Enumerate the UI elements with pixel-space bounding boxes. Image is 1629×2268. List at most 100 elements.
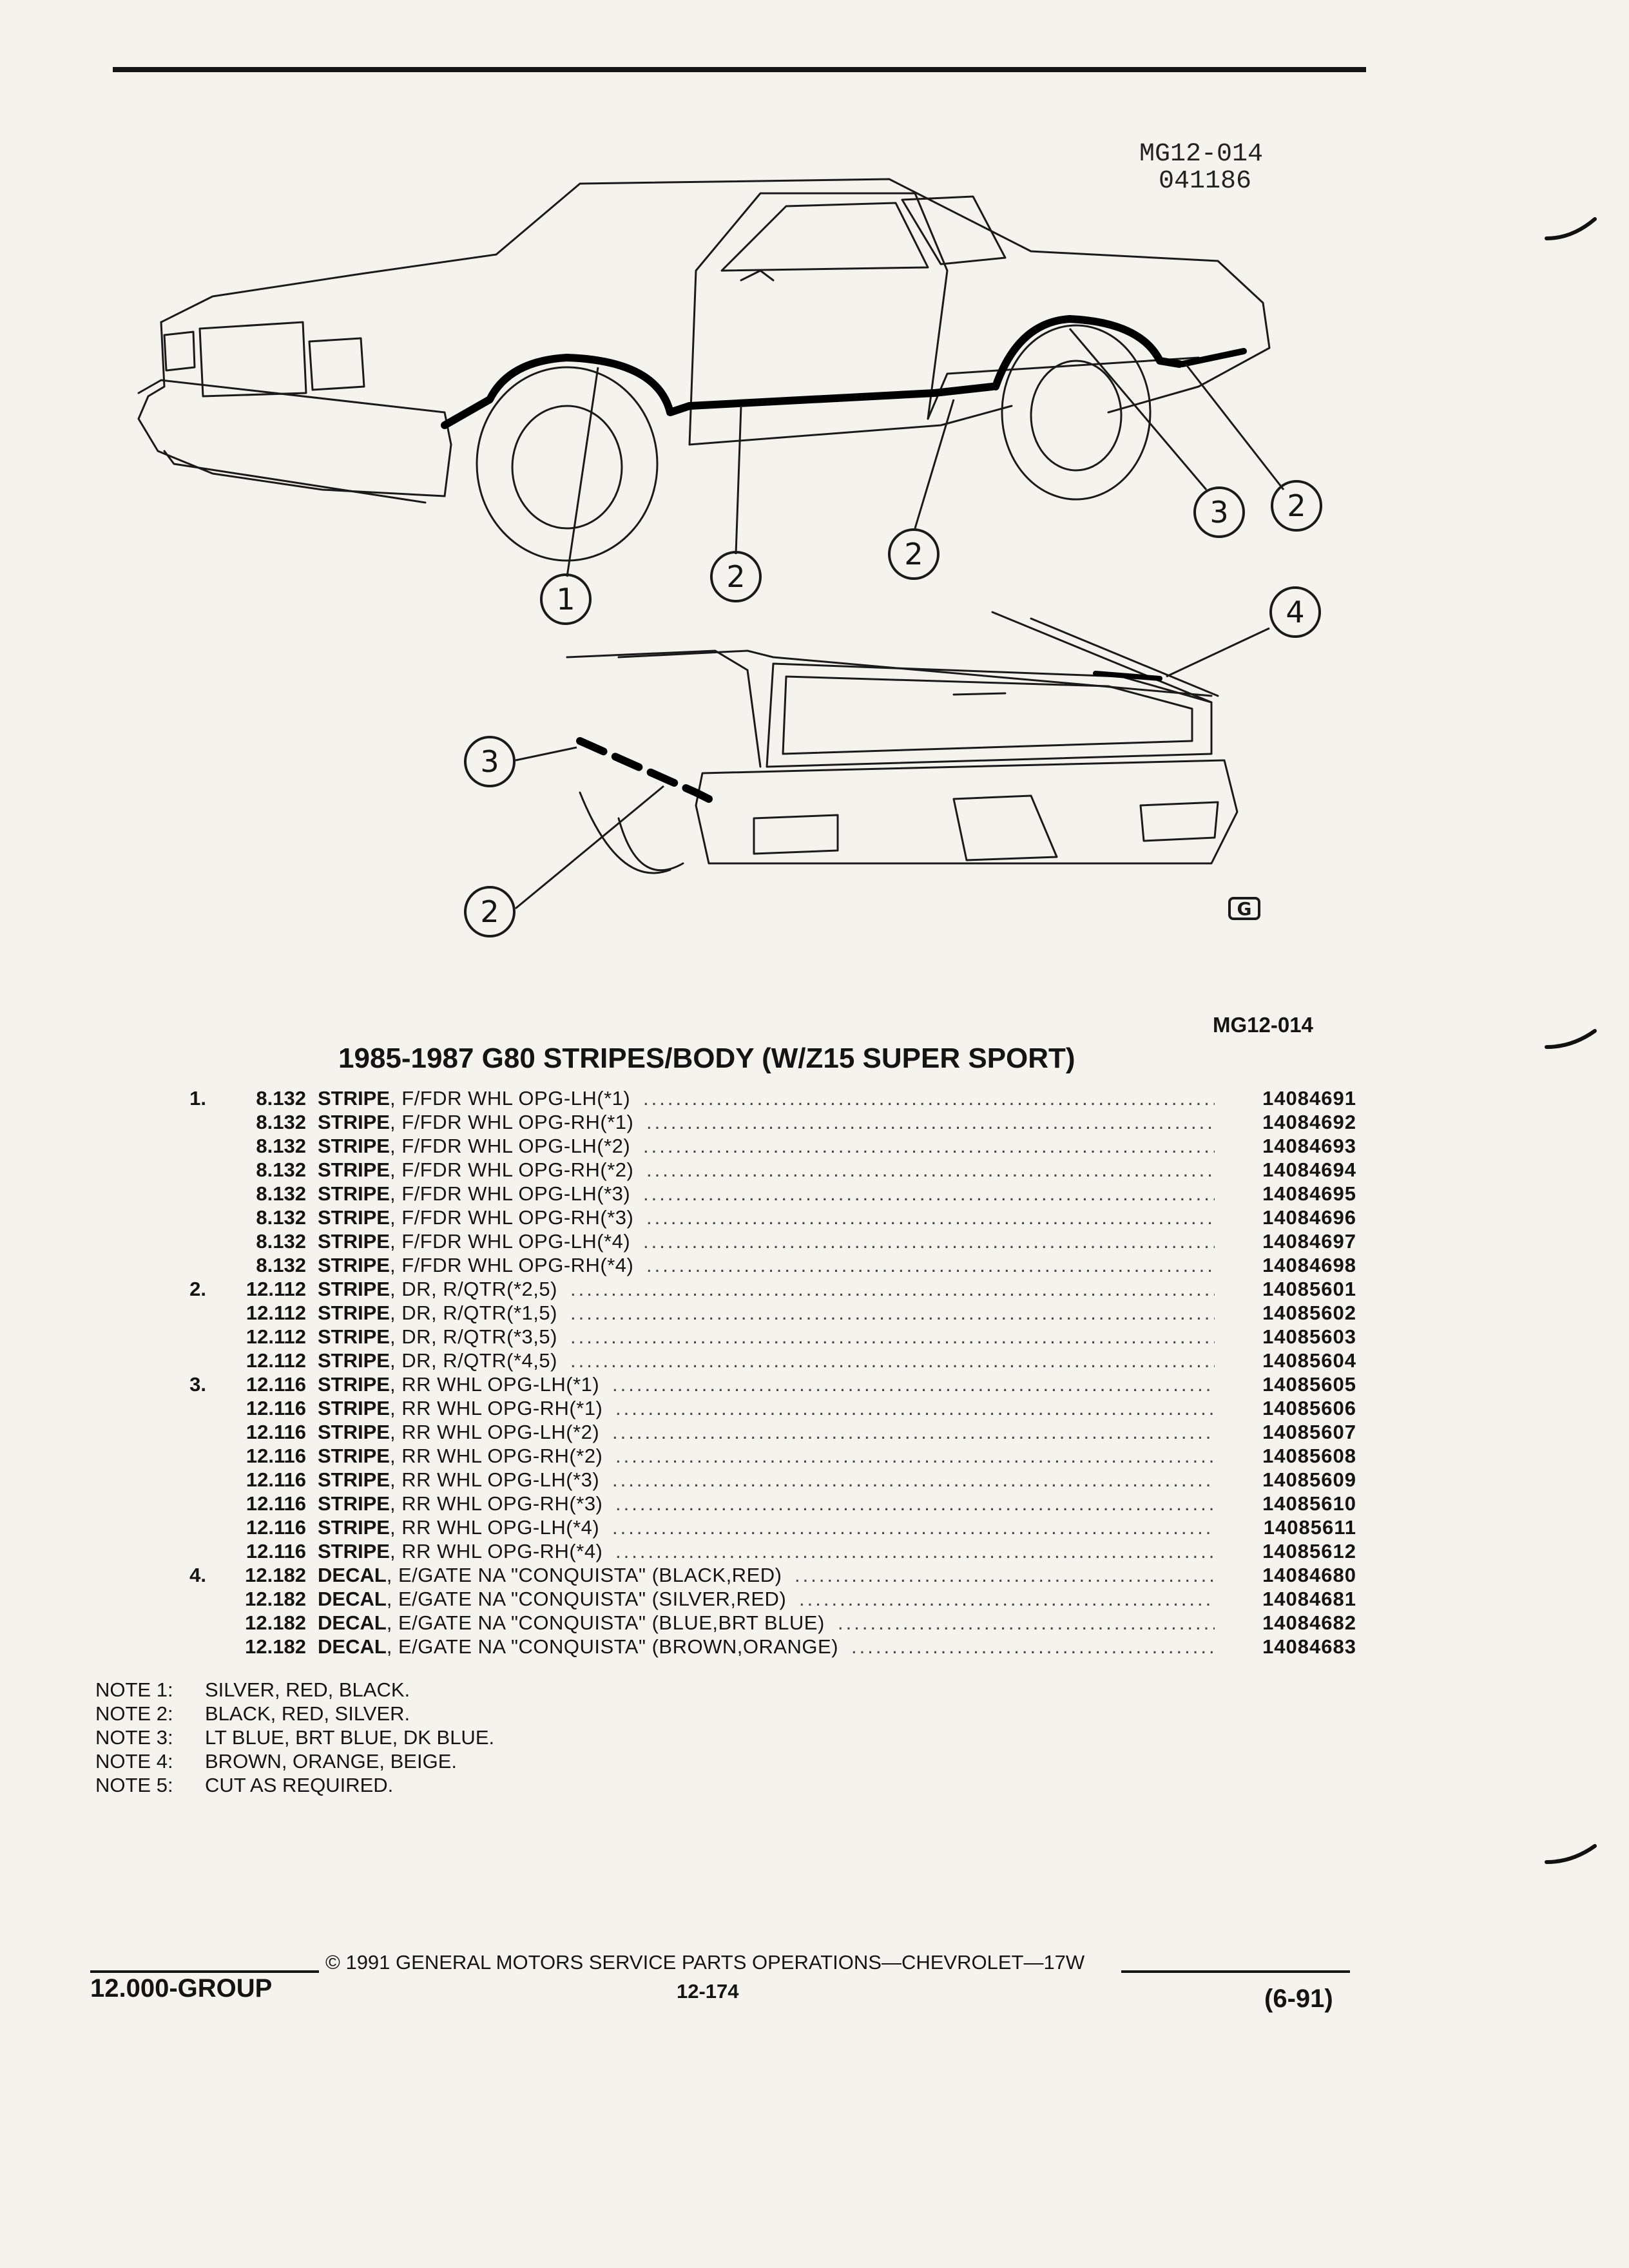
part-name-wrap: STRIPE, DR, R/QTR(*2,5) <box>318 1277 557 1301</box>
part-group-number: 12.182 <box>245 1564 306 1586</box>
part-name-wrap: STRIPE, F/FDR WHL OPG-RH(*4) <box>318 1253 633 1277</box>
footer-group: 12.000-GROUP <box>90 1974 273 2003</box>
car-mirror <box>740 269 775 282</box>
leader-dots: ........................................… <box>643 1087 1215 1110</box>
part-name: STRIPE <box>318 1397 390 1419</box>
stripe-rear-quarter <box>930 383 996 397</box>
part-description: , RR WHL OPG-RH(*2) <box>389 1445 603 1467</box>
footer-rule-left <box>90 1970 319 1973</box>
part-description: , F/FDR WHL OPG-LH(*1) <box>389 1087 631 1110</box>
rear-roof-line <box>617 649 1213 697</box>
rear-wheel-arc <box>579 791 671 874</box>
leader-dots: ........................................… <box>570 1325 1215 1348</box>
stripe-rear-dashed <box>576 737 700 796</box>
part-description: , DR, R/QTR(*3,5) <box>389 1325 557 1348</box>
part-name-wrap: STRIPE, F/FDR WHL OPG-LH(*3) <box>318 1182 630 1206</box>
car-window <box>720 202 929 272</box>
part-group-number: 12.112 <box>246 1349 306 1372</box>
part-group-number: 8.132 <box>256 1135 306 1157</box>
car-grille <box>198 321 307 398</box>
stripe-location-illustration: 1 2 2 3 2 4 3 2 G <box>137 178 1322 937</box>
part-number: 14085604 <box>1262 1349 1356 1372</box>
callout-circle-1 <box>540 573 592 625</box>
leader-dots: ........................................… <box>643 1182 1215 1205</box>
footer-rule-right <box>1121 1970 1350 1973</box>
part-description: , F/FDR WHL OPG-RH(*4) <box>389 1254 634 1276</box>
figure-date-code: 041186 <box>1159 167 1252 196</box>
part-description: , E/GATE NA "CONQUISTA" (SILVER,RED) <box>386 1588 787 1610</box>
part-number: 14085602 <box>1262 1302 1356 1324</box>
part-name-wrap: DECAL, E/GATE NA "CONQUISTA" (BLACK,RED) <box>318 1563 782 1587</box>
leader-dots: ........................................… <box>646 1206 1215 1229</box>
callout-3: 3 <box>480 744 499 779</box>
part-name-wrap: STRIPE, RR WHL OPG-RH(*4) <box>318 1539 602 1563</box>
part-number: 14085605 <box>1262 1373 1356 1396</box>
leader-dots: ........................................… <box>795 1564 1215 1586</box>
part-group-number: 12.182 <box>245 1588 306 1610</box>
part-name: STRIPE <box>318 1373 390 1396</box>
car-bumper <box>137 379 452 446</box>
part-name-wrap: STRIPE, RR WHL OPG-LH(*2) <box>318 1420 599 1444</box>
rear-taillight-left <box>753 814 839 855</box>
note-label: NOTE 4: <box>95 1750 173 1773</box>
part-name: STRIPE <box>318 1158 390 1181</box>
stripe-door <box>686 389 938 410</box>
callout-circle-2b <box>888 528 940 580</box>
gm-mark: G <box>1237 898 1252 919</box>
callout-circle-3b <box>464 736 516 787</box>
part-name: STRIPE <box>318 1182 390 1205</box>
footer-date: (6-91) <box>1264 1984 1333 2013</box>
leader-dots: ........................................… <box>612 1421 1215 1443</box>
part-name-wrap: STRIPE, RR WHL OPG-RH(*3) <box>318 1492 602 1515</box>
leader-dots: ........................................… <box>646 1254 1215 1276</box>
part-number: 14084682 <box>1262 1611 1356 1634</box>
callout-2: 2 <box>726 559 745 594</box>
part-name-wrap: STRIPE, RR WHL OPG-LH(*3) <box>318 1468 599 1492</box>
scan-marks <box>1545 217 1597 1864</box>
part-description: , E/GATE NA "CONQUISTA" (BLUE,BRT BLUE) <box>386 1611 825 1634</box>
leader-dots: ........................................… <box>615 1492 1215 1515</box>
leader-dots: ........................................… <box>615 1397 1215 1419</box>
part-name: DECAL <box>318 1588 387 1610</box>
part-number: 14085609 <box>1262 1468 1356 1491</box>
part-name-wrap: STRIPE, F/FDR WHL OPG-LH(*2) <box>318 1134 630 1158</box>
leader-dots: ........................................… <box>570 1349 1215 1372</box>
part-group-number: 12.112 <box>246 1325 306 1348</box>
figure-code: MG12-014 <box>1139 140 1264 169</box>
part-number: 14085601 <box>1262 1278 1356 1300</box>
note-text: BROWN, ORANGE, BEIGE. <box>205 1750 457 1773</box>
figure-id: MG12-014 <box>1213 1013 1313 1037</box>
part-name: STRIPE <box>318 1254 390 1276</box>
part-group-number: 8.132 <box>256 1111 306 1133</box>
rear-wheel-rim <box>1030 360 1123 472</box>
part-group-number: 8.132 <box>256 1158 306 1181</box>
callout-circle-2c <box>1271 480 1322 532</box>
part-description: , F/FDR WHL OPG-LH(*3) <box>389 1182 631 1205</box>
car-roof-line <box>495 178 1271 414</box>
callout-3: 3 <box>1210 495 1228 530</box>
part-number: 14084691 <box>1262 1087 1356 1110</box>
part-name-wrap: STRIPE, F/FDR WHL OPG-LH(*4) <box>318 1229 630 1253</box>
rear-roof-extension <box>991 611 1213 704</box>
part-description: , F/FDR WHL OPG-LH(*4) <box>389 1230 631 1253</box>
part-group-number: 8.132 <box>256 1206 306 1229</box>
part-name-wrap: DECAL, E/GATE NA "CONQUISTA" (SILVER,RED… <box>318 1587 786 1611</box>
car-front-fascia <box>137 321 446 497</box>
callout-circle-2a <box>710 551 762 602</box>
note-row: NOTE 5:CUT AS REQUIRED. <box>95 1773 494 1797</box>
part-name-wrap: STRIPE, DR, R/QTR(*4,5) <box>318 1349 557 1372</box>
footer-copyright: © 1991 GENERAL MOTORS SERVICE PARTS OPER… <box>325 1951 1085 1974</box>
rear-deck-handle <box>952 692 1007 696</box>
part-description: , RR WHL OPG-LH(*2) <box>389 1421 600 1443</box>
note-label: NOTE 1: <box>95 1678 173 1701</box>
part-group-number: 8.132 <box>256 1254 306 1276</box>
part-group-number: 8.132 <box>256 1230 306 1253</box>
